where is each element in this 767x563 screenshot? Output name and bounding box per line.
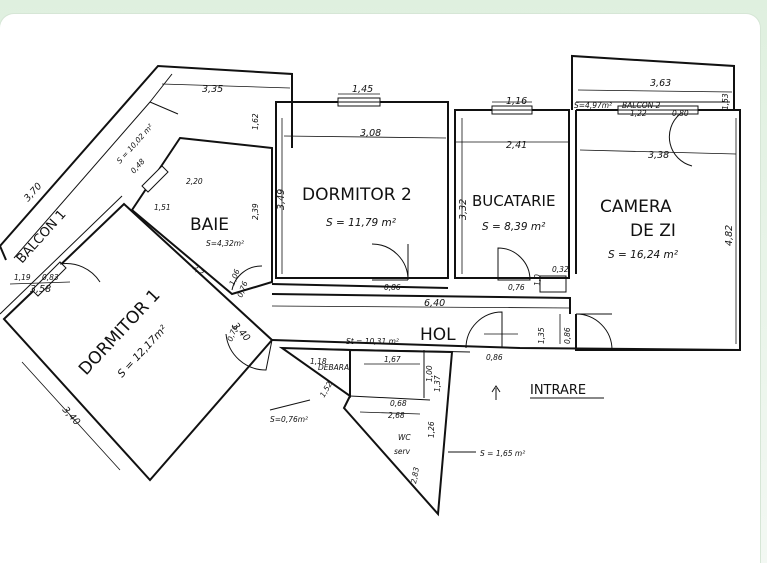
baie-window: [141, 165, 169, 193]
baie-name: BAIE: [190, 215, 229, 235]
hol-name: HOL: [420, 325, 456, 345]
kitchen-duct-dim2: 1,0: [533, 274, 542, 286]
kitchen-duct: [539, 275, 567, 293]
dormitor2-area: S = 11,79 m²: [326, 217, 397, 229]
camera-width: 3,38: [648, 150, 669, 161]
dormitor1-door: [225, 333, 273, 371]
camera-height: 4,82: [724, 225, 735, 246]
bucatarie-name: BUCATARIE: [472, 192, 555, 210]
balcony2-area: S=4,97m²: [574, 101, 612, 110]
baie-dim-left: 1,51: [154, 203, 171, 212]
dormitor1-outer-line: [0, 195, 123, 315]
dormitor2-door: [371, 243, 409, 281]
hol-door: [465, 311, 503, 349]
balcony1-outline: [0, 64, 293, 261]
wc-divider: [349, 395, 431, 401]
balcony2-dim-b: 0,80: [672, 109, 689, 118]
debara-area: S=0,76m²: [270, 415, 308, 424]
hol-dim-167: 1,67: [384, 355, 401, 364]
dormitor2-width: 3,08: [360, 128, 381, 139]
baie-dim-right: 2,39: [251, 203, 260, 220]
balcony2-depth: 1,53: [721, 93, 730, 110]
wc-name-line1: WC: [398, 433, 411, 442]
camera-area: S = 16,24 m²: [608, 249, 679, 261]
wc-dim-283: 2,83: [409, 466, 421, 484]
hol-walls: [271, 283, 741, 351]
dormitor2-window-dim: 1,45: [352, 84, 373, 95]
hol-length: 6,40: [424, 298, 445, 309]
bucatarie-window-dim: 1,16: [506, 96, 527, 107]
dormitor1-window-b: 0,83: [42, 273, 59, 282]
entry-arrow: [491, 385, 501, 400]
camera-door: [575, 313, 613, 351]
balcony1-door: [59, 263, 101, 283]
bucatarie-area: S = 8,39 m²: [482, 221, 546, 233]
leader-lines: [269, 399, 476, 453]
balcony1-area: S = 10,02 m²: [115, 122, 155, 165]
dormitor2-door-dim: 0,86: [384, 283, 401, 292]
hol-dim-137: 1,37: [433, 375, 442, 392]
wc-dim-126: 1,26: [427, 421, 436, 438]
bucatarie-door: [497, 247, 531, 281]
dormitor2-height: 3,49: [276, 189, 287, 210]
balcony1-depth: 1,62: [251, 113, 260, 130]
hol-dim-086: 0,86: [563, 327, 572, 344]
balcony1-rail: [13, 73, 179, 259]
debara-wc-walls: [278, 346, 454, 517]
balcony1-dim-small: 0,48: [129, 157, 147, 176]
debara-name: DEBARA: [318, 363, 349, 372]
dormitor1-window-a: 1,19: [14, 273, 31, 282]
baie-door: [231, 265, 263, 291]
debara-dim-068: 0,68: [390, 399, 407, 408]
baie-walls: [130, 136, 273, 296]
balcony1-name: BALCON 1: [14, 207, 70, 266]
hol-dim-135: 1,35: [537, 327, 546, 344]
bucatarie-height: 3,32: [458, 199, 469, 220]
camera-name-line2: DE ZI: [630, 221, 676, 241]
kitchen-duct-dim: 0,32: [552, 265, 569, 274]
wc-area: S = 1,65 m²: [480, 449, 525, 458]
balcony2-door: [668, 113, 693, 167]
bucatarie-width: 2,41: [506, 140, 527, 151]
wc-name-line2: serv: [394, 447, 411, 456]
balcony2-dim-a: 1,22: [630, 109, 647, 118]
debara-dim-118: 1,18: [310, 357, 327, 366]
wc-dim-100: 1,00: [425, 365, 434, 382]
balcony1-width: 3,35: [202, 84, 223, 95]
baie-dim-top: 2,20: [186, 177, 203, 186]
baie-dim-diag: 2,2: [191, 263, 206, 278]
balcony2-name: BALCON 2: [622, 101, 661, 110]
hol-area: St = 10,31 m²: [346, 337, 399, 346]
wc-dim-268: 2,68: [388, 411, 405, 420]
camera-name-line1: CAMERA: [600, 197, 672, 217]
balcony2-outline: [571, 54, 735, 110]
balcony2-width: 3,63: [650, 78, 671, 89]
entry-label: INTRARE: [530, 383, 586, 398]
dormitor2-name: DORMITOR 2: [302, 185, 412, 205]
dormitor1-width: 3,58: [30, 284, 51, 295]
floor-plan-sheet: DORMITOR 2 S = 11,79 m² 1,45 3,08 3,49 0…: [0, 14, 760, 563]
floor-plan-drawing: DORMITOR 2 S = 11,79 m² 1,45 3,08 3,49 0…: [0, 54, 741, 517]
hol-door-dim: 0,86: [486, 353, 503, 362]
dormitor1-window: [31, 261, 67, 297]
bucatarie-door-dim: 0,76: [508, 283, 525, 292]
baie-area: S=4,32m²: [206, 239, 244, 248]
